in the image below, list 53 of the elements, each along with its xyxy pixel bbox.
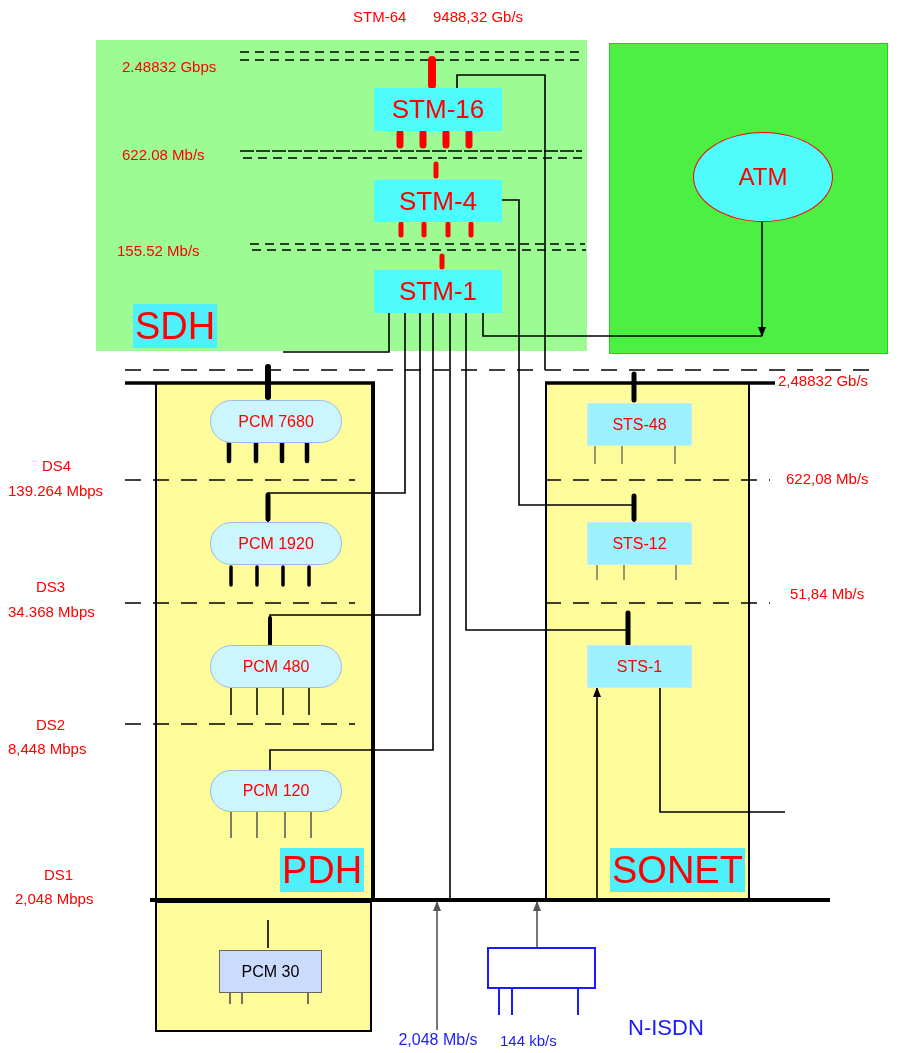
rate-label: DS1 bbox=[44, 866, 74, 883]
region-title: PDH bbox=[280, 848, 365, 892]
connector-line bbox=[269, 312, 434, 771]
rate-label: 144 kb/s bbox=[500, 1032, 557, 1049]
stm-box: STM-4 bbox=[374, 180, 502, 222]
rate-label: DS3 bbox=[36, 578, 66, 595]
rate-text: 2,048 Mb/s bbox=[382, 1030, 494, 1050]
connector-line bbox=[267, 919, 269, 949]
pcm-region-box bbox=[155, 901, 372, 1032]
rate-label: DS2 bbox=[36, 716, 66, 733]
connector-line bbox=[282, 312, 390, 353]
isdn-box bbox=[487, 947, 596, 989]
rate-label: 51,84 Mb/s bbox=[790, 585, 865, 602]
sdh-region bbox=[96, 40, 587, 351]
rate-label: STM-64 bbox=[353, 8, 407, 25]
rate-label: 2.48832 Gbps bbox=[122, 58, 217, 75]
sts-box: STS-48 bbox=[587, 403, 692, 446]
connector-line bbox=[267, 312, 406, 523]
arrow bbox=[433, 901, 441, 1031]
pcm-pill: PCM 480 bbox=[210, 645, 342, 688]
sts-box: STS-1 bbox=[587, 645, 692, 688]
sts-box: STS-12 bbox=[587, 522, 692, 565]
connector-line bbox=[659, 687, 786, 813]
pcm-pill: PCM 7680 bbox=[210, 400, 342, 443]
rate-label: 34.368 Mbps bbox=[8, 603, 95, 620]
rate-label: 2,048 Mbps bbox=[15, 890, 94, 907]
rate-label: 2,48832 Gb/s bbox=[778, 372, 869, 389]
sonet-region bbox=[545, 383, 750, 900]
rate-label: N-ISDN bbox=[628, 1015, 704, 1041]
connector-line bbox=[456, 74, 546, 371]
arrow bbox=[533, 901, 541, 948]
atm-region-box bbox=[609, 43, 888, 354]
pcm-pill: PCM 1920 bbox=[210, 522, 342, 565]
region-title: SONET bbox=[610, 848, 745, 892]
rate-label: 622,08 Mb/s bbox=[786, 470, 869, 487]
atm-ellipse: ATM bbox=[693, 132, 833, 222]
connector-line bbox=[482, 312, 763, 337]
rate-label: DS4 bbox=[42, 457, 72, 474]
region-title: SDH bbox=[133, 304, 218, 348]
stm-box: STM-16 bbox=[374, 88, 502, 131]
rate-label: 622.08 Mb/s bbox=[122, 146, 205, 163]
connector-line bbox=[449, 312, 451, 899]
rate-label: 139.264 Mbps bbox=[8, 482, 104, 499]
arrow bbox=[758, 220, 766, 337]
pcm-box: PCM 30 bbox=[219, 950, 322, 993]
bus-bar bbox=[150, 898, 830, 902]
rate-label: 9488,32 Gb/s bbox=[433, 8, 524, 25]
connector-line bbox=[501, 199, 635, 523]
arrow bbox=[593, 687, 601, 899]
rate-label: 8,448 Mbps bbox=[8, 740, 87, 757]
pcm-pill: PCM 120 bbox=[210, 770, 342, 812]
rate-label: 155.52 Mb/s bbox=[117, 242, 200, 259]
stm-box: STM-1 bbox=[374, 270, 502, 313]
